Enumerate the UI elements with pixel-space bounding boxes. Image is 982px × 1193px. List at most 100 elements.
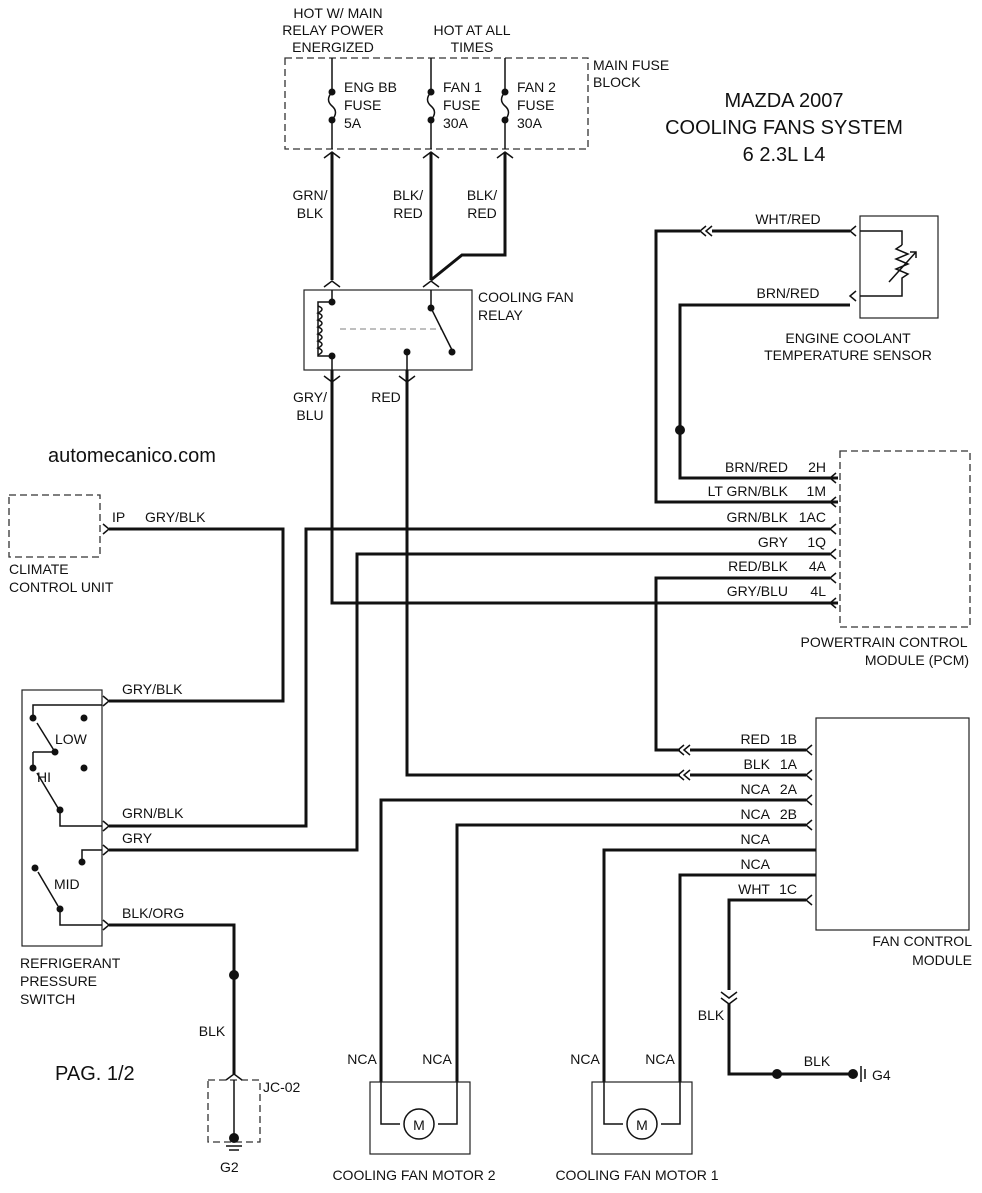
- wire-wht-red-to-pcm: [654, 229, 838, 504]
- relay-coil-icon: [316, 305, 323, 356]
- fuse-1-type: FUSE: [344, 97, 381, 113]
- wire-wht: [727, 898, 806, 990]
- wire-red-blk: [654, 576, 830, 752]
- climate-label-1: CLIMATE: [9, 561, 69, 577]
- relay-connector: [422, 280, 440, 288]
- fcm-wire-2b: NCA: [740, 806, 770, 822]
- relay-label-1: COOLING FAN: [478, 289, 574, 305]
- wire-nca-4: [678, 873, 816, 1082]
- climate-pin-ip: IP: [112, 509, 125, 525]
- fcm-pin-1b: 1B: [780, 731, 797, 747]
- fuse-block-label-1: MAIN FUSE: [593, 57, 669, 73]
- fuse-2-name: FAN 1: [443, 79, 482, 95]
- hot-relay-label-3: ENERGIZED: [292, 39, 374, 55]
- pcm-pin-2h: 2H: [808, 459, 826, 475]
- wire-blk-org: [109, 923, 236, 1074]
- ect-wire-top: [860, 230, 903, 245]
- fcm-wire-1c: WHT: [738, 881, 770, 897]
- pcm-label-1: POWERTRAIN CONTROL: [801, 634, 968, 650]
- pcm-wire-1ac: GRN/BLK: [727, 509, 789, 525]
- fuse-2-rating: 30A: [443, 115, 469, 131]
- wire-label-red-2: RED: [467, 205, 497, 221]
- fcm-pin-1a: 1A: [780, 756, 798, 772]
- switch-pos-hi: HI: [37, 769, 51, 785]
- motor-icon: [626, 1108, 658, 1140]
- motor-2-nca-right: NCA: [422, 1051, 452, 1067]
- pcm-pin-1m: 1M: [807, 483, 826, 499]
- motor-2-label: COOLING FAN MOTOR 2: [332, 1167, 495, 1183]
- ect-connector: [848, 225, 857, 237]
- fuse-fan-1: [426, 58, 436, 149]
- ect-label-2: TEMPERATURE SENSOR: [764, 347, 932, 363]
- fcm-label-1: FAN CONTROL: [872, 933, 972, 949]
- wire-label-gry-blk-ip: GRY/BLK: [145, 509, 206, 525]
- hot-relay-label-2: RELAY POWER: [282, 22, 383, 38]
- pcm-wire-4l: GRY/BLU: [727, 583, 788, 599]
- wire-nca-2a: [379, 798, 806, 1082]
- climate-label-2: CONTROL UNIT: [9, 579, 114, 595]
- relay-coil-frame: [317, 290, 333, 370]
- wire-label-blk-2: BLK/: [467, 187, 497, 203]
- relay-connector: [323, 280, 341, 288]
- fuse-3-rating: 30A: [517, 115, 543, 131]
- fuse-eng-bb: [327, 58, 337, 149]
- wire-label-gry: GRY/: [293, 389, 327, 405]
- refrigerant-pressure-switch: [21, 689, 103, 947]
- wire-grn-blk: [109, 527, 830, 828]
- watermark: automecanico.com: [48, 445, 216, 467]
- wire-gry-blk: [109, 527, 285, 703]
- jc-label: JC-02: [263, 1079, 301, 1095]
- fuse-block-label-2: BLOCK: [593, 74, 641, 90]
- switch-label-1: REFRIGERANT: [20, 955, 121, 971]
- fcm-pin-1c: 1C: [779, 881, 797, 897]
- fan-control-module: [815, 717, 970, 931]
- wire-label-grn-blk-sw: GRN/BLK: [122, 805, 184, 821]
- climate-control-unit: [8, 494, 101, 558]
- ground-g2-icon: [229, 1133, 239, 1143]
- fuse-1-name: ENG BB: [344, 79, 397, 95]
- fcm-label-2: MODULE: [912, 952, 972, 968]
- fcm-pin-2a: 2A: [780, 781, 798, 797]
- switch-label-2: PRESSURE: [20, 973, 97, 989]
- ground-g4-label: G4: [872, 1067, 891, 1083]
- motor-2-symbol: M: [413, 1117, 425, 1133]
- pcm-pin-4a: 4A: [809, 558, 827, 574]
- motor-icon: [403, 1108, 435, 1140]
- ground-g4-icon: [848, 1069, 858, 1079]
- hot-all-label-2: TIMES: [451, 39, 494, 55]
- wire-label-blu: BLU: [296, 407, 323, 423]
- relay-label-2: RELAY: [478, 307, 524, 323]
- wire-label-gry-blk-sw: GRY/BLK: [122, 681, 183, 697]
- fcm-wire-1a: BLK: [744, 756, 771, 772]
- wire-label-gry-sw: GRY: [122, 830, 153, 846]
- wire-nca-3: [602, 848, 816, 1082]
- wire-gry-blu: [330, 370, 838, 605]
- pcm-wire-4a: RED/BLK: [728, 558, 789, 574]
- ect-connector: [848, 290, 857, 302]
- title-line-2: COOLING FANS SYSTEM: [665, 117, 903, 139]
- pcm-pin-4l: 4L: [810, 583, 826, 599]
- motor-1-label: COOLING FAN MOTOR 1: [555, 1167, 718, 1183]
- wire-label-blk-fcm: BLK: [698, 1007, 725, 1023]
- pcm-label-2: MODULE (PCM): [865, 652, 969, 668]
- hot-all-label-1: HOT AT ALL: [433, 22, 510, 38]
- wire-label-brn-red: BRN/RED: [756, 285, 819, 301]
- title-line-1: MAZDA 2007: [725, 90, 844, 112]
- wire-label-blk-g4: BLK: [804, 1053, 831, 1069]
- fuse-2-type: FUSE: [443, 97, 480, 113]
- switch-label-3: SWITCH: [20, 991, 75, 1007]
- wire-label-blk-1: BLK/: [393, 187, 423, 203]
- ect-inline-connector: [704, 225, 713, 237]
- wire-brn-red: [678, 303, 850, 480]
- page-label: PAG. 1/2: [55, 1063, 135, 1085]
- wire-blk-red-2: [430, 152, 507, 282]
- fcm-pin-2b: 2B: [780, 806, 797, 822]
- fuse-1-rating: 5A: [344, 115, 362, 131]
- motor-1-nca-right: NCA: [645, 1051, 675, 1067]
- wire-blk-g4: [727, 1004, 850, 1076]
- wire-label-wht-red: WHT/RED: [755, 211, 820, 227]
- fcm-wire-2a: NCA: [740, 781, 770, 797]
- title-line-3: 6 2.3L L4: [743, 144, 826, 166]
- hot-relay-label-1: HOT W/ MAIN: [293, 5, 382, 21]
